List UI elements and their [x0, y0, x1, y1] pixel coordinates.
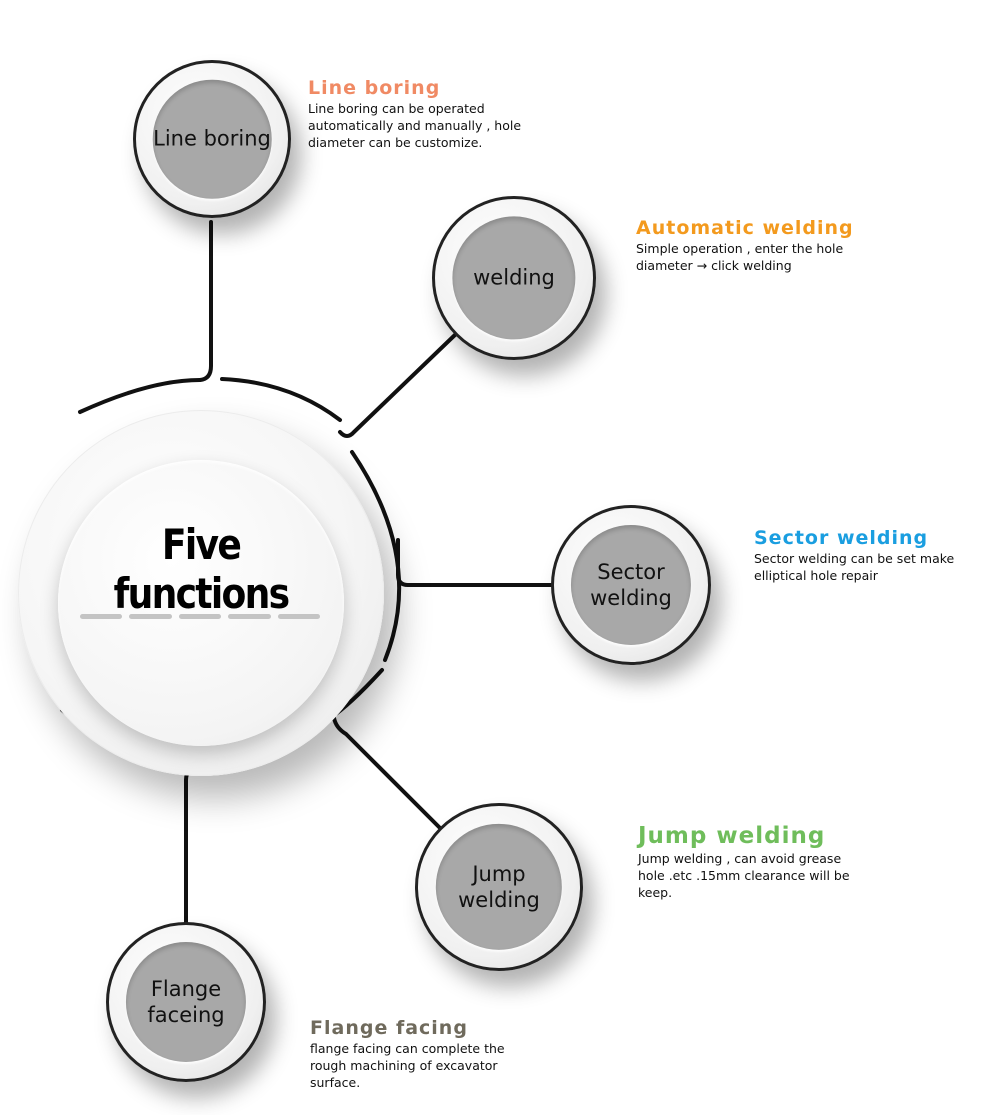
hub-title: Five functions	[113, 520, 290, 618]
hub-dash	[277, 614, 321, 619]
desc-line-boring: Line boring Line boring can be operated …	[308, 78, 521, 152]
hub-arc-upper	[220, 377, 342, 422]
hub-dash	[80, 614, 123, 619]
hub-dash	[129, 614, 172, 619]
hub-arc-upper-left	[78, 378, 202, 414]
node-flange-faceing: Flange faceing	[106, 922, 266, 1082]
desc-text: Simple operation , enter the hole diamet…	[636, 240, 844, 273]
desc-jump-welding: Jump welding Jump welding , can avoid gr…	[638, 823, 850, 902]
node-jump-welding: Jump welding	[415, 803, 583, 971]
node-label: Jump welding	[458, 861, 540, 912]
desc-title: Automatic welding	[636, 217, 854, 239]
node-label: Sector welding	[590, 559, 672, 610]
connector-flange	[184, 766, 212, 930]
connector-sector-welding	[396, 538, 554, 587]
node-sector-welding: Sector welding	[551, 505, 711, 665]
desc-title: Line boring	[308, 77, 441, 99]
desc-text: Line boring can be operated automaticall…	[308, 100, 522, 150]
connector-jump-welding	[332, 716, 442, 830]
connector-line-boring	[198, 220, 213, 382]
hub-inner-disc	[58, 460, 344, 746]
desc-flange-facing: Flange facing flange facing can complete…	[310, 1018, 505, 1092]
node-welding: welding	[432, 196, 596, 360]
connector-welding	[338, 330, 460, 438]
node-line-boring: Line boring	[133, 60, 291, 218]
desc-text: Sector welding can be set make elliptica…	[754, 550, 955, 583]
desc-text: Jump welding , can avoid grease hole .et…	[638, 851, 850, 901]
desc-sector-welding: Sector welding Sector welding can be set…	[754, 528, 954, 585]
desc-text: flange facing can complete the rough mac…	[310, 1040, 505, 1090]
desc-automatic-welding: Automatic welding Simple operation , ent…	[636, 218, 854, 275]
node-label: Flange faceing	[147, 976, 225, 1027]
desc-title: Flange facing	[310, 1017, 468, 1039]
hub-dash	[228, 614, 271, 619]
node-label: Line boring	[153, 126, 271, 151]
desc-title: Jump welding	[638, 823, 826, 849]
hub-dashes	[80, 614, 321, 620]
desc-title: Sector welding	[754, 527, 929, 549]
node-label: welding	[473, 265, 555, 290]
hub-dash	[178, 614, 222, 619]
